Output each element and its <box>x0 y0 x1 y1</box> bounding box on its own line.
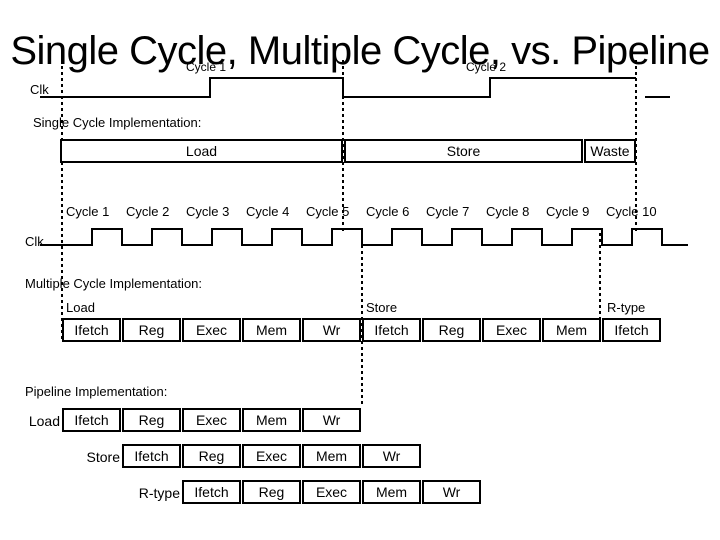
pipeline-row-label: Load <box>28 413 60 429</box>
multi-cycle-label: Cycle 7 <box>426 204 470 219</box>
stage-label: Wr <box>322 412 341 428</box>
pipeline-stage-box: Mem <box>362 480 421 504</box>
stage-label: Ifetch <box>74 412 109 428</box>
stage-label: Wr <box>442 484 461 500</box>
stage-label: Reg <box>258 484 285 500</box>
pipeline-row-label: Store <box>86 449 120 465</box>
pipeline-stage-box: Reg <box>122 408 181 432</box>
stage-label: Mem <box>555 322 588 338</box>
multiple-cycle-store-label: Store <box>366 300 398 315</box>
top-cycle-2-label: Cycle 2 <box>466 60 507 74</box>
multiple-cycle-stage-box: Mem <box>242 318 301 342</box>
multi-cycle-label: Cycle 6 <box>366 204 410 219</box>
pipeline-stage-box: Wr <box>302 408 361 432</box>
multi-cycle-label: Cycle 2 <box>126 204 170 219</box>
multiple-cycle-stage-box: Ifetch <box>362 318 421 342</box>
clock-label: Clk <box>30 82 49 97</box>
pipeline-stage-box: Ifetch <box>182 480 241 504</box>
pipeline-stage-box: Exec <box>182 408 241 432</box>
multiple-cycle-rtype-label: R-type <box>607 300 646 315</box>
stage-label: Reg <box>438 322 465 338</box>
stage-label: Reg <box>198 448 225 464</box>
stage-label: Exec <box>195 412 228 428</box>
stage-label: Exec <box>495 322 528 338</box>
stage-label: Exec <box>315 484 348 500</box>
pipeline-stage-box: Reg <box>182 444 241 468</box>
pipeline-stage-box: Mem <box>302 444 361 468</box>
multi-clock-label: Clk <box>25 234 44 249</box>
stage-label: Exec <box>195 322 228 338</box>
stage-label: Reg <box>138 322 165 338</box>
multiple-cycle-stage-box: Reg <box>122 318 181 342</box>
multiple-cycle-load-label: Load <box>66 300 95 315</box>
stage-label: Wr <box>382 448 401 464</box>
stage-label: Mem <box>255 412 288 428</box>
stage-label: Mem <box>315 448 348 464</box>
multiple-cycle-stage-box: Ifetch <box>62 318 121 342</box>
stage-label: Mem <box>375 484 408 500</box>
stage-label: Ifetch <box>374 322 409 338</box>
multi-cycle-label: Cycle 1 <box>66 204 110 219</box>
single-cycle-store-label: Store <box>446 143 481 159</box>
pipeline-stage-box: Ifetch <box>62 408 121 432</box>
stage-label: Ifetch <box>614 322 649 338</box>
multiple-cycle-stage-box: Ifetch <box>602 318 661 342</box>
pipeline-stage-box: Exec <box>302 480 361 504</box>
multi-cycle-label: Cycle 3 <box>186 204 230 219</box>
multiple-cycle-stage-box: Reg <box>422 318 481 342</box>
pipeline-stage-box: Exec <box>242 444 301 468</box>
multi-cycle-clock-waveform <box>40 228 688 246</box>
single-cycle-waste-box: Waste <box>584 139 636 163</box>
single-cycle-load-box: Load <box>60 139 343 163</box>
single-cycle-load-label: Load <box>185 143 218 159</box>
multiple-cycle-stage-box: Wr <box>302 318 361 342</box>
single-cycle-heading: Single Cycle Implementation: <box>33 115 202 130</box>
multiple-cycle-stage-box: Exec <box>182 318 241 342</box>
multi-cycle-label: Cycle 10 <box>606 204 657 219</box>
multi-cycle-label: Cycle 5 <box>306 204 350 219</box>
pipeline-stage-box: Reg <box>242 480 301 504</box>
pipeline-stage-box: Ifetch <box>122 444 181 468</box>
stage-label: Ifetch <box>194 484 229 500</box>
multiple-cycle-heading: Multiple Cycle Implementation: <box>25 276 203 291</box>
stage-label: Exec <box>255 448 288 464</box>
single-cycle-waste-label: Waste <box>590 143 630 159</box>
pipeline-stage-box: Mem <box>242 408 301 432</box>
stage-label: Wr <box>322 322 341 338</box>
multi-cycle-label: Cycle 8 <box>486 204 530 219</box>
stage-label: Ifetch <box>74 322 109 338</box>
single-cycle-store-box: Store <box>344 139 583 163</box>
pipeline-stage-box: Wr <box>362 444 421 468</box>
page-title: Single Cycle, Multiple Cycle, vs. Pipeli… <box>10 29 710 73</box>
multiple-cycle-stage-box: Mem <box>542 318 601 342</box>
top-cycle-1-label: Cycle 1 <box>186 60 227 74</box>
stage-label: Mem <box>255 322 288 338</box>
stage-label: Ifetch <box>134 448 169 464</box>
multi-cycle-label: Cycle 4 <box>246 204 290 219</box>
single-cycle-clock-waveform <box>40 77 636 98</box>
pipeline-stage-box: Wr <box>422 480 481 504</box>
multi-cycle-label: Cycle 9 <box>546 204 590 219</box>
pipeline-heading: Pipeline Implementation: <box>25 384 168 399</box>
stage-label: Reg <box>138 412 165 428</box>
multiple-cycle-stage-box: Exec <box>482 318 541 342</box>
pipeline-row-label: R-type <box>138 485 180 501</box>
